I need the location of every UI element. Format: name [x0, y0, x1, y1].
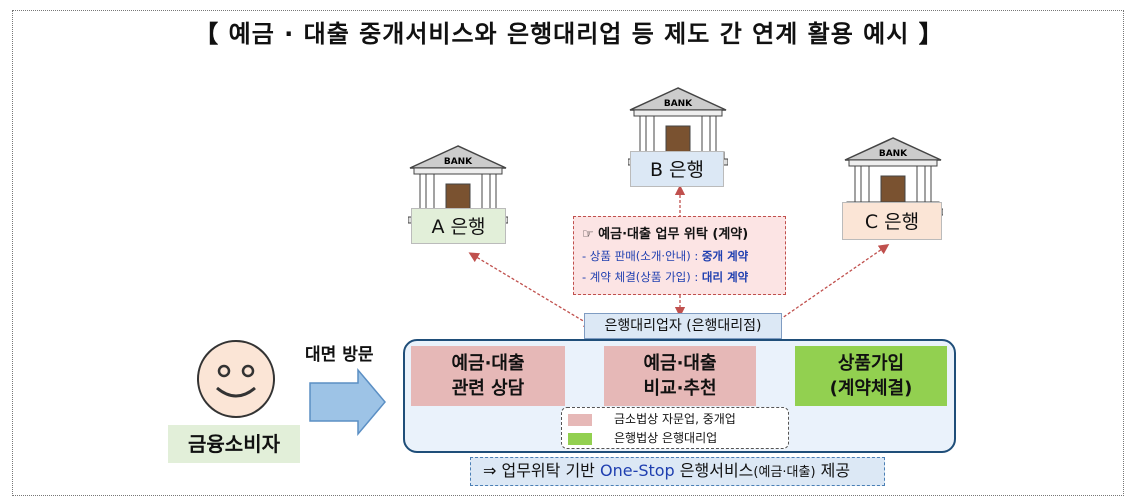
- contract-heading: ☞ 예금·대출 업무 위탁 (계약): [582, 227, 749, 242]
- legend-swatch-pink: [568, 413, 592, 426]
- step-comparison: 예금·대출 비교·추천: [604, 346, 756, 406]
- financial-consumer-label: 금융소비자: [168, 425, 300, 463]
- smiley-face-icon: [197, 340, 275, 418]
- legend-item-green: 은행법상 은행대리업: [568, 429, 717, 447]
- diagram-title: 【 예금 · 대출 중개서비스와 은행대리업 등 제도 간 연계 활용 예시 】: [194, 20, 944, 48]
- bank-a-label: A 은행: [411, 208, 506, 244]
- step-consultation: 예금·대출 관련 상담: [411, 346, 565, 406]
- legend-swatch-green: [568, 432, 592, 445]
- svg-text:BANK: BANK: [664, 99, 693, 109]
- in-person-visit-label: 대면 방문: [305, 345, 374, 365]
- visit-arrow: [309, 367, 386, 437]
- contract-line-agency: - 계약 체결(상품 가입) : 대리 계약: [582, 270, 749, 284]
- outsourcing-contract-box: ☞ 예금·대출 업무 위탁 (계약) - 상품 판매(소개·안내) : 중개 계…: [573, 216, 786, 295]
- svg-text:BANK: BANK: [444, 157, 473, 167]
- one-stop-service-bar: ⇒ 업무위탁 기반 One-Stop 은행서비스(예금·대출) 제공: [470, 457, 885, 486]
- link-a-agent: [468, 252, 595, 328]
- diagram-frame: [12, 10, 1124, 496]
- bank-c-label: C 은행: [842, 202, 942, 240]
- legend-item-pink: 금소법상 자문업, 중개업: [568, 410, 736, 428]
- bank-agent-tag: 은행대리업자 (은행대리점): [584, 313, 782, 339]
- svg-text:BANK: BANK: [879, 149, 908, 159]
- step-subscription: 상품가입 (계약체결): [795, 346, 947, 406]
- legend-box: 금소법상 자문업, 중개업 은행법상 은행대리업: [561, 407, 789, 449]
- contract-line-brokerage: - 상품 판매(소개·안내) : 중개 계약: [582, 249, 749, 263]
- link-c-agent: [767, 244, 890, 328]
- bank-b-label: B 은행: [630, 151, 724, 187]
